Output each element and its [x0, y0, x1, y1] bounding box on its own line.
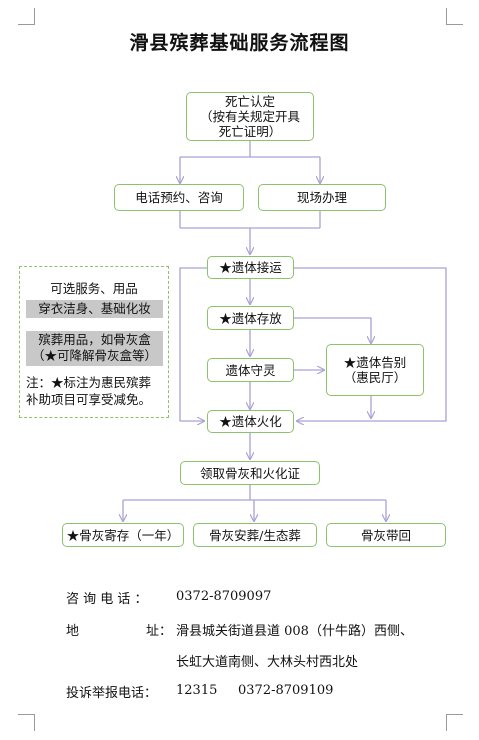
loop-left [179, 267, 207, 421]
box-ash-takehome: 骨灰带回 [326, 523, 446, 547]
crop-mark-bottom-right [446, 714, 463, 731]
onsite-label: 现场办理 [296, 190, 347, 205]
takehome-label: 骨灰带回 [360, 527, 411, 543]
optional-item-supplies: 殡葬用品，如骨灰盒 （★可降解骨灰盒等） [26, 331, 163, 366]
transport-label: ★遗体接运 [219, 260, 282, 275]
crop-mark-top-right [446, 8, 463, 25]
box-ash-burial: 骨灰安葬/生态葬 [193, 523, 317, 547]
box-storage: ★遗体存放 [207, 306, 294, 330]
phone-booking-label: 电话预约、咨询 [135, 190, 223, 205]
collect-label: 领取骨灰和火化证 [199, 465, 300, 481]
address-line-1: 滑县城关街道县道 008（什牛路）西侧、 [176, 624, 413, 639]
subsidy-note-line-1: 注：★标注为惠民殡葬 [26, 375, 152, 390]
address-line-2: 长虹大道南侧、大林头村西北处 [176, 655, 359, 670]
optional-item-supplies-line-2: （★可降解骨灰盒等） [31, 348, 157, 363]
box-onsite: 现场办理 [258, 184, 386, 211]
address-label-2: 址： [146, 624, 173, 639]
cremation-label: ★遗体火化 [219, 414, 282, 429]
address-label-1: 地 [66, 624, 80, 639]
box-ash-deposit: ★骨灰寄存（一年） [62, 523, 184, 547]
death-cert-line-1: 死亡认定 [224, 94, 275, 109]
death-cert-line-2: （按有关规定开具 [199, 109, 300, 124]
box-death-certification: 死亡认定 （按有关规定开具 死亡证明） [186, 92, 314, 141]
storage-label: ★遗体存放 [219, 310, 282, 326]
loop-right [294, 267, 447, 421]
optional-panel-title: 可选服务、用品 [50, 281, 138, 296]
optional-item-dressing: 穿衣洁身、基础化妆 [26, 300, 163, 318]
complaint-phone-value: 12315 0372-8709109 [176, 683, 334, 698]
box-vigil: 遗体守灵 [207, 358, 294, 382]
box-collect-ashes: 领取骨灰和火化证 [180, 461, 320, 485]
subsidy-note: 注：★标注为惠民殡葬 补助项目可享受减免。 [26, 374, 166, 408]
death-cert-line-3: 死亡证明） [218, 124, 282, 139]
farewell-line-1: ★遗体告别 [343, 355, 407, 370]
box-cremation: ★遗体火化 [207, 410, 294, 433]
optional-item-dressing-label: 穿衣洁身、基础化妆 [38, 301, 151, 316]
optional-services-panel: 可选服务、用品 穿衣洁身、基础化妆 殡葬用品，如骨灰盒 （★可降解骨灰盒等） 注… [19, 266, 169, 418]
crop-mark-bottom-left [18, 714, 35, 731]
farewell-line-2: （惠民厅） [343, 370, 407, 385]
consult-phone-value: 0372-8709097 [176, 589, 272, 604]
bury-label: 骨灰安葬/生态葬 [209, 527, 301, 543]
subsidy-note-line-2: 补助项目可享受减免。 [26, 392, 152, 407]
complaint-phone-label: 投诉举报电话： [66, 686, 158, 701]
arrow-storage-farewell [294, 317, 371, 343]
box-transport: ★遗体接运 [207, 256, 294, 279]
page-title: 滑县殡葬基础服务流程图 [129, 32, 350, 54]
crop-mark-top-left [18, 8, 35, 25]
vigil-label: 遗体守灵 [225, 362, 276, 378]
optional-item-supplies-line-1: 殡葬用品，如骨灰盒 [38, 332, 151, 347]
deposit-label: ★骨灰寄存（一年） [66, 527, 180, 543]
box-phone-booking: 电话预约、咨询 [114, 184, 244, 211]
box-farewell: ★遗体告别 （惠民厅） [326, 344, 424, 396]
consult-phone-label: 咨 询 电 话 ： [66, 592, 148, 607]
